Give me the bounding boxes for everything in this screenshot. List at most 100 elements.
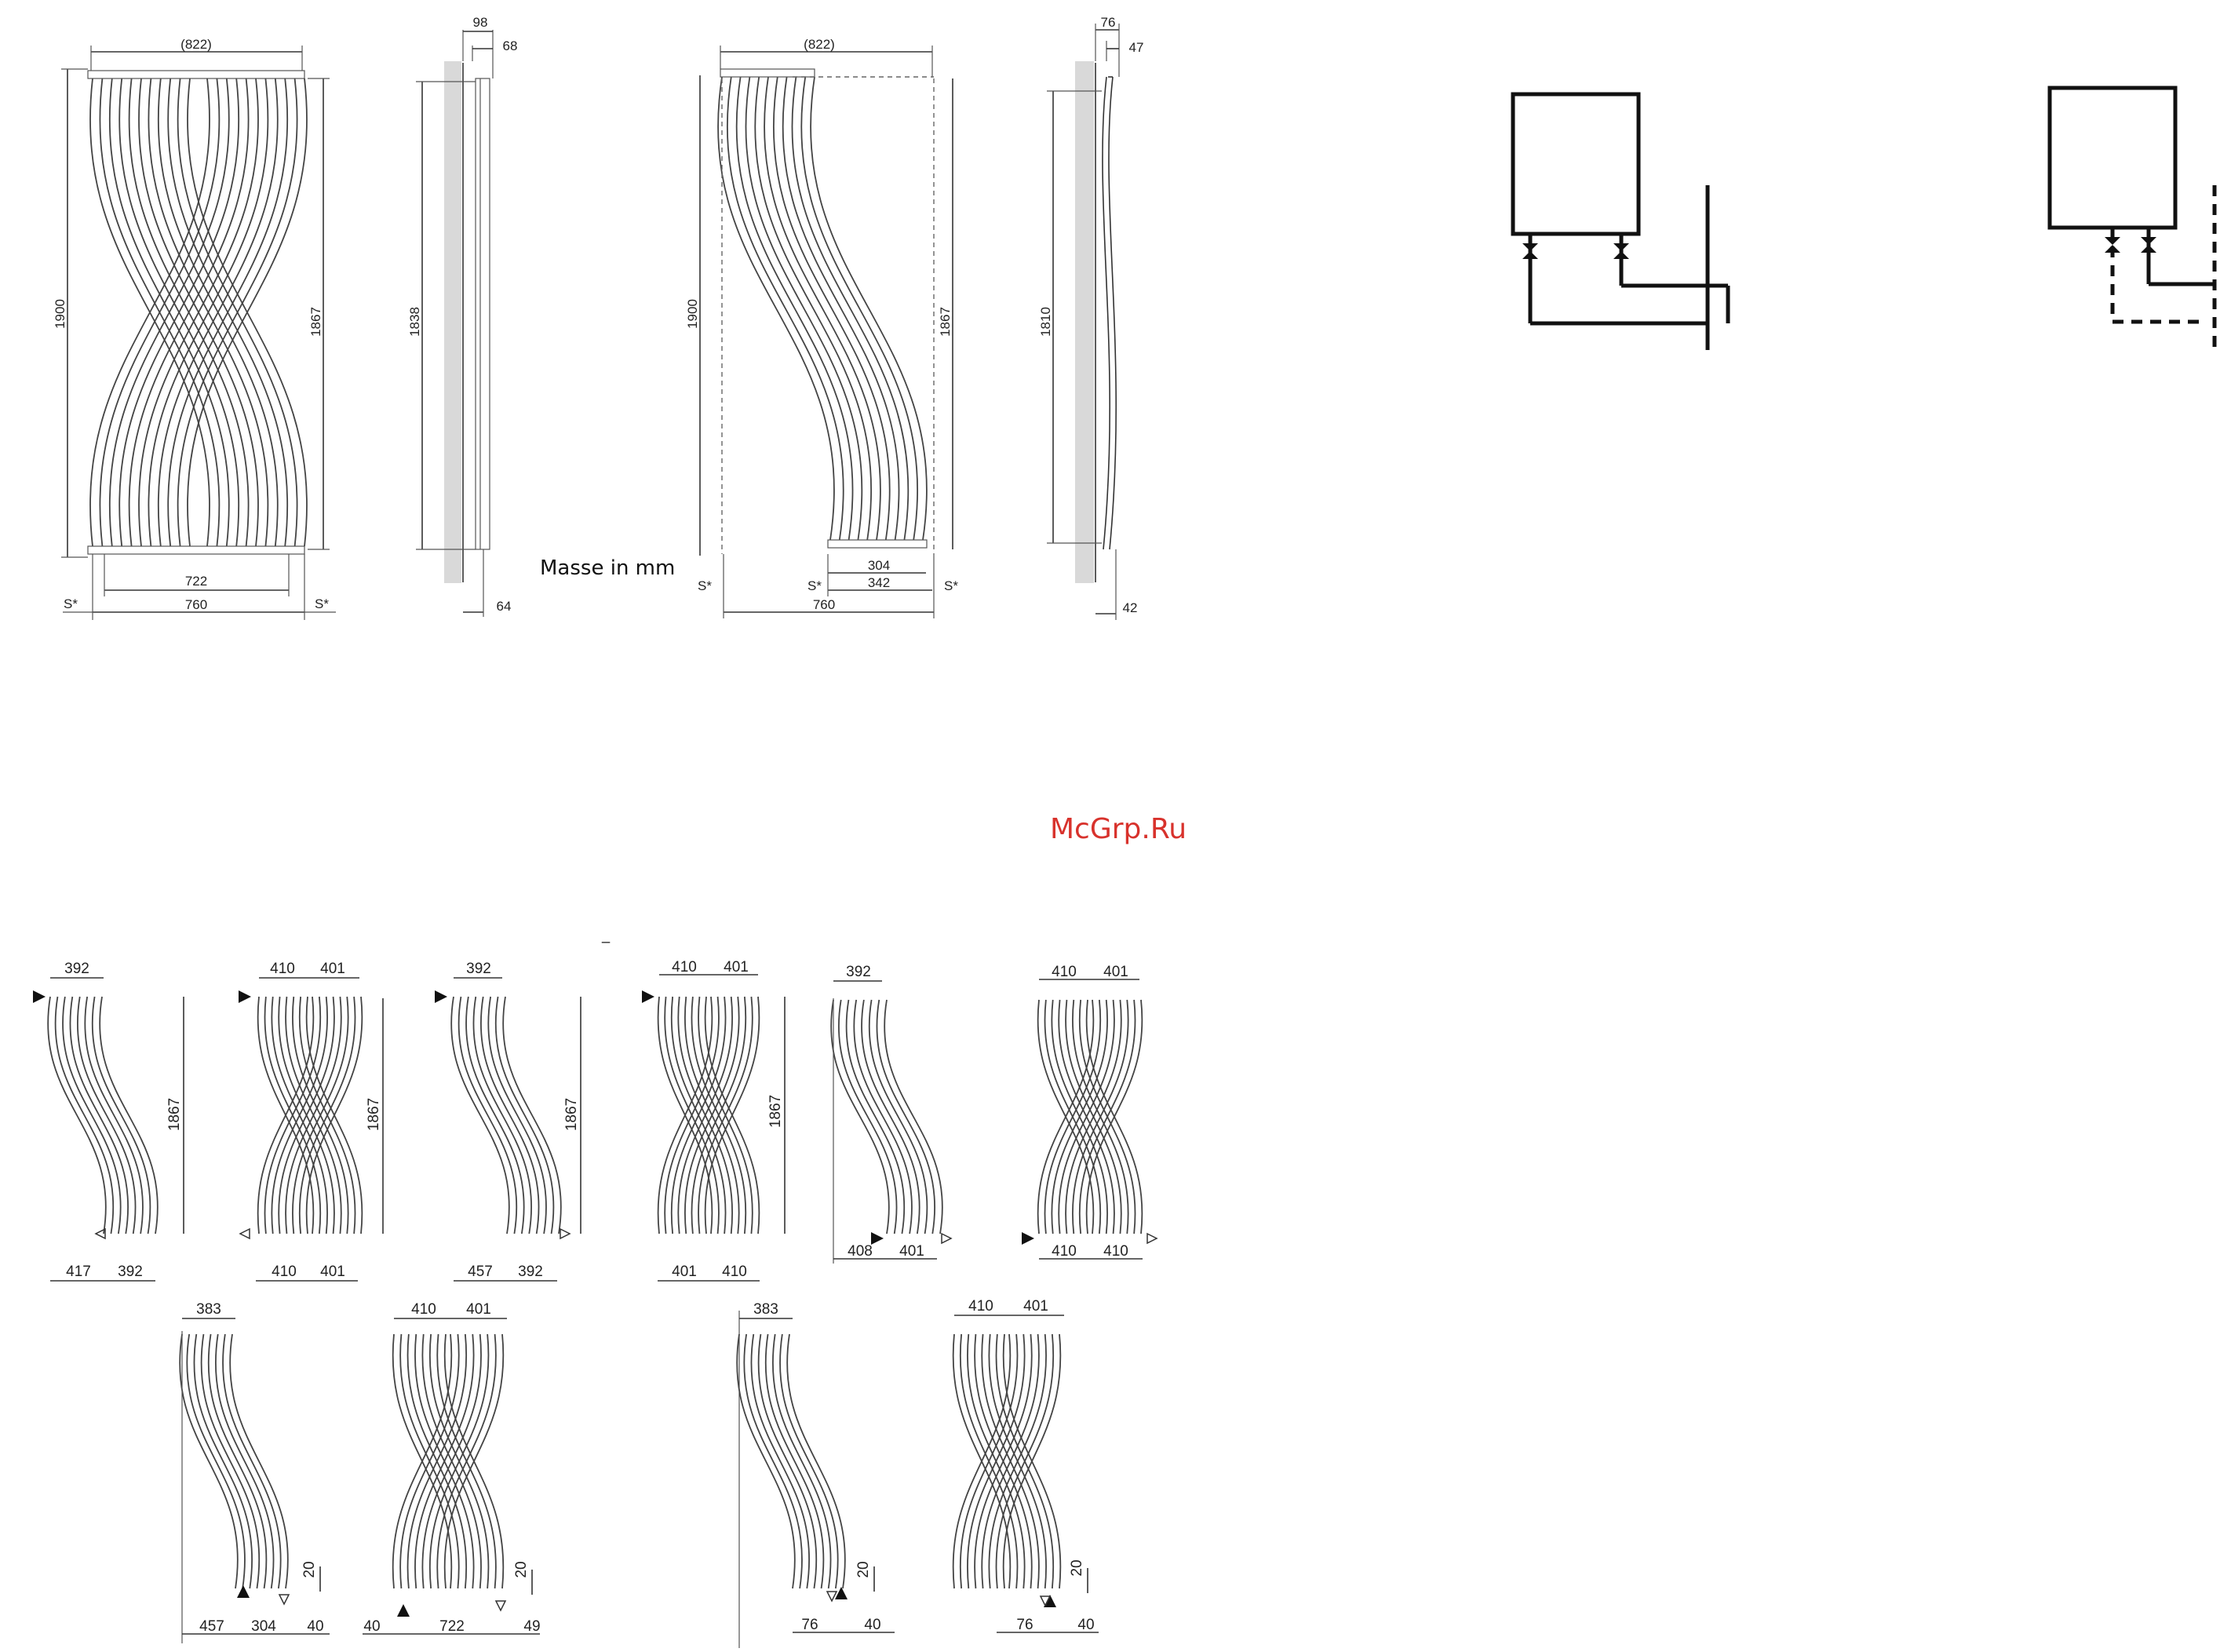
- tube: [451, 997, 509, 1234]
- dim-height-inner: 1867: [938, 307, 953, 337]
- radiator-tubes: [953, 1334, 1061, 1588]
- dim-offset: 20: [855, 1561, 872, 1577]
- dim-top-1: 401: [1103, 964, 1128, 980]
- dim-offset: 20: [513, 1561, 530, 1577]
- dim-height-total: 1900: [685, 299, 700, 329]
- arrow-filled-icon: [33, 990, 46, 1003]
- dim-bottom-0: 457: [199, 1618, 224, 1635]
- variant-row2-single-b: 383 20 76 40: [737, 1301, 895, 1633]
- dim-bottom-1: 722: [439, 1618, 465, 1635]
- radiator-tubes: [258, 997, 363, 1234]
- tube: [737, 77, 853, 540]
- dim-offset-b: 342: [868, 575, 890, 590]
- tube: [727, 77, 844, 540]
- dim-side-height: 1838: [407, 307, 422, 337]
- tube: [100, 997, 158, 1234]
- valve-icon: [2141, 237, 2156, 253]
- bottom-header-bar: [828, 540, 927, 548]
- dim-bottom-1: 410: [722, 1264, 747, 1280]
- dim-bottom-2: 40: [307, 1618, 323, 1635]
- variant-row2-single-a: 383 20 457 304 40: [180, 1301, 330, 1643]
- side-view-single: 76 47 1810 42: [1038, 15, 1143, 620]
- tube: [63, 997, 121, 1234]
- dim-bottom-0: 76: [1016, 1617, 1033, 1633]
- watermark: McGrp.Ru: [1050, 813, 1187, 845]
- arrow-hollow-icon: [1147, 1234, 1157, 1243]
- radiator-tubes: [658, 997, 760, 1234]
- tube: [466, 997, 524, 1234]
- tube: [764, 77, 880, 540]
- dim-bottom-1: 410: [1103, 1243, 1128, 1260]
- dim-offset: 20: [301, 1561, 318, 1577]
- tube: [70, 997, 128, 1234]
- radiator-tubes: [831, 1000, 942, 1234]
- dim-top-0: 410: [968, 1298, 993, 1315]
- variant-single-left: 392 1867 417 392: [33, 961, 184, 1281]
- dim-height-inner: 1867: [308, 307, 323, 337]
- dim-bottom-0: 401: [672, 1264, 697, 1280]
- tube: [93, 997, 151, 1234]
- dim-bottom-0: 417: [66, 1264, 91, 1280]
- connection-schematic-dashed: [2050, 88, 2215, 350]
- tube: [783, 77, 899, 540]
- dim-outer-width: 760: [185, 597, 207, 612]
- dim-height: 1867: [366, 1098, 382, 1131]
- tube: [481, 997, 539, 1234]
- valve-icon: [1613, 243, 1629, 259]
- tube: [85, 997, 143, 1234]
- dim-depth-bottom: 64: [497, 599, 512, 614]
- dim-spacing-right: S*: [315, 596, 329, 611]
- tube: [139, 78, 258, 546]
- dim-spacing-mid: S*: [807, 578, 822, 593]
- tube: [831, 1000, 889, 1234]
- dim-top-1: 401: [724, 959, 749, 976]
- valve-icon: [2105, 237, 2120, 253]
- dim-depth-inner: 68: [503, 38, 518, 53]
- tube: [78, 997, 136, 1234]
- tube: [792, 77, 908, 540]
- tube: [854, 1000, 912, 1234]
- radiator-box: [1513, 94, 1639, 234]
- arrow-filled-icon: [642, 990, 654, 1003]
- dim-top-0: 392: [466, 961, 491, 977]
- dim-offset-a: 304: [868, 558, 890, 573]
- dim-top-0: 410: [1052, 964, 1077, 980]
- tube: [862, 1000, 920, 1234]
- dim-width-overall: (822): [804, 37, 835, 52]
- dim-spacing-left: S*: [64, 596, 78, 611]
- dim-top-1: 401: [1023, 1298, 1048, 1315]
- dash-mark: –: [602, 934, 611, 950]
- radiator-tubes: [718, 77, 927, 540]
- tube: [473, 997, 531, 1234]
- dim-bottom-0: 410: [272, 1264, 297, 1280]
- tube: [847, 1000, 905, 1234]
- dim-bottom-2: 49: [523, 1618, 540, 1635]
- tube: [718, 77, 834, 540]
- dim-offset: 20: [1069, 1559, 1085, 1576]
- side-view-double: 98 68 1838 64: [407, 15, 517, 617]
- tube: [459, 997, 517, 1234]
- dim-spacing-right: S*: [944, 578, 958, 593]
- dim-height-total: 1900: [53, 299, 67, 329]
- dim-spacing-left: S*: [698, 578, 712, 593]
- variant-row2-double-a: 410 401 20 40 722 49: [363, 1301, 541, 1635]
- tube: [496, 997, 554, 1234]
- dim-outer-width: 760: [813, 597, 835, 612]
- variant-double-b: 410 401 1867 401 410: [642, 959, 785, 1281]
- arrow-hollow-icon: [560, 1229, 570, 1238]
- radiator-profile: [476, 78, 490, 549]
- dim-height: 1867: [767, 1095, 784, 1128]
- dim-bottom-1: 401: [320, 1264, 345, 1280]
- dim-bottom-1: 392: [518, 1264, 543, 1280]
- dim-width-overall: (822): [180, 37, 212, 52]
- tube: [488, 997, 546, 1234]
- tube: [801, 77, 917, 540]
- variant-row2-double-b: 410 401 20 76 40: [953, 1298, 1099, 1633]
- units-note: Masse in mm: [540, 556, 675, 580]
- wall-hatch: [444, 61, 461, 583]
- arrow-hollow-icon: [827, 1592, 837, 1601]
- dim-top-0: 410: [672, 959, 697, 976]
- tube: [755, 77, 871, 540]
- radiator-tubes: [48, 997, 158, 1234]
- variant-double-a: 410 401 1867 410 401: [239, 961, 383, 1281]
